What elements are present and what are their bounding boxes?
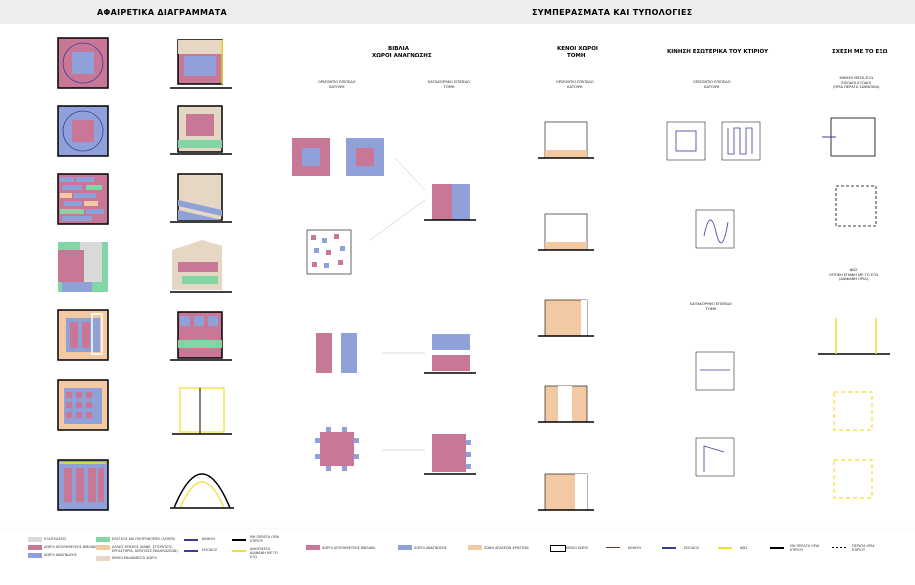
legend-item: ΜΗ ΠΕΡΑΤΑ ΟΡΙΑ ΚΤΙΡΙΟΥ [250,535,280,543]
books-subtitle: ΧΩΡΟΙ ΑΝΑΓΝΩΣΗΣ [372,53,432,59]
legend-item: ΧΩΡΟΙ ΑΝΑΓΝΩΣΗΣ [44,553,77,557]
legend-swatch [28,553,42,558]
books-connectors [369,157,426,451]
legend-swatch [28,537,42,542]
legend-item: ΕΛΕΓΧΟΣ ΚΑΙ ΠΛΗΡΟΦΟΡΙΕΣ (ΛΟΜΠΙ) [112,537,176,541]
books-plan-1 [292,138,384,176]
voids-plan-label: ΟΡΙΖΟΝΤΙΟ ΕΠΙΠΕΔΟ ΚΑΤΟΨΗ [556,80,594,89]
legend-item: ΕΙΣΟΔΟΣ [202,548,218,552]
legend-swatch [184,539,198,541]
legend-swatch [550,545,566,552]
legend-item: ΧΩΡΟΙ ΑΠΟΘΗΚΕΥΣΗΣ ΒΙΒΛΙΩΝ [44,545,97,549]
books-plan-label: ΟΡΙΖΟΝΤΙΟ ΕΠΙΠΕΔΟ ΚΑΤΟΨΗ [318,80,356,89]
books-plan-2 [306,229,352,275]
legend-swatch [28,545,42,550]
relation-diagrams [818,117,890,499]
legend-swatch [232,550,246,552]
legend-item: ΠΕΡΑΤΑ ΟΡΙΑ ΚΤΙΡΙΟΥ [852,544,875,552]
legend-item: ΜΗ ΠΕΡΑΤΑ ΟΡΙΑ ΚΤΙΡΙΟΥ [790,544,820,552]
legend-item: ΕΞΑΙΤΛΑΣΙΟΣ [44,537,67,541]
movement-diagrams [666,121,761,477]
legend-swatch [662,547,676,549]
section-diagram-3 [170,173,232,223]
legend-swatch [398,545,412,550]
legend-item: ΑΝΟΙΓΜΑΤΑ ΔΙΑΦΑΝΗ ΜΕ ΤΟ ΕΞΩ [250,547,278,559]
legend-swatch [468,545,482,550]
section-diagram-2 [170,105,232,155]
legend-swatch [96,556,110,561]
legend-swatch [96,545,110,550]
section-diagram-6 [172,387,232,435]
legend-item: ΚΕΝΟΙ-ΕΝΔΙΑΜΕΣΟΙ ΧΩΡΟΙ [112,556,157,560]
legend-item: ΖΩΝΗ ΔΡΑΣΕΩΝ ΧΡΗΣΤΩΝ [484,546,529,550]
header-bar-left [0,0,915,24]
legend-swatch [606,547,620,548]
books-title: ΒΙΒΛΙΑ [388,46,409,52]
plan-diagram-4 [58,242,108,292]
relation-title: ΣΧΕΣΗ ΜΕ ΤΟ ΕΞΩ [832,49,888,55]
legend-item: ΕΙΣΟΔΟΣ [684,546,700,550]
books-plan-4 [315,427,359,471]
voids-subtitle: ΤΟΜΗ [567,53,586,59]
plan-diagram-3 [57,173,109,225]
legend-item: ΚΙΝΗΣΗ [628,546,642,550]
books-plan-3 [316,333,357,373]
plan-diagram-7 [57,459,109,511]
books-section-3 [424,434,476,475]
section-diagram-4 [170,240,232,293]
right-section-title: ΣΥΜΠΕΡΑΣΜΑΤΑ ΚΑΙ ΤΥΠΟΛΟΓΙΕΣ [532,8,693,17]
legend-item: ΦΩΣ [740,546,748,550]
left-section-title: ΑΦΑΙΡΕΤΙΚΑ ΔΙΑΓΡΑΜΜΑΤΑ [97,8,227,17]
plan-diagram-2 [57,105,109,157]
plan-diagram-6 [57,379,109,431]
plan-diagram-5 [57,309,109,361]
movement-plan-label: ΟΡΙΖΟΝΤΙΟ ΕΠΙΠΕΔΟ ΚΑΤΟΨΗ [693,80,731,89]
legend-swatch [832,547,846,548]
books-section-label: ΚΑΤΑΚΟΡΥΦΟ ΕΠΙΠΕΔΟ ΤΟΜΗ [428,80,471,89]
legend-item: ΧΩΡΟΙ ΑΝΑΓΝΩΣΗΣ [414,546,447,550]
legend-swatch [770,547,784,549]
section-diagram-5 [170,311,232,361]
section-diagram-1 [170,39,232,89]
movement-title: ΚΙΝΗΣΗ ΕΣΩΤΕΡΙΚΑ ΤΟΥ ΚΤΙΡΙΟΥ [667,49,769,55]
books-section-2 [424,334,476,374]
plan-diagram-1 [57,37,109,89]
legend-swatch [718,547,732,549]
books-section-1 [424,184,476,221]
voids-diagrams [538,121,594,511]
relation-sub-label: ΚΙΝΗΣΗ ΜΕΣΑ-ΕΞΩ ΕΙΣΟΔΟΙ-ΕΞΟΔΟΙ (ΟΡΙΑ ΠΕΡ… [833,76,880,90]
legend-swatch [232,539,246,541]
legend-item: ΧΩΡΟΙ ΑΠΟΘΗΚΕΥΣΗΣ ΒΙΒΛΙΩΝ [322,546,375,550]
legend-swatch [184,550,198,552]
legend-swatch [96,537,110,542]
section-diagram-7 [170,473,234,509]
movement-section-label: ΚΑΤΑΚΟΡΥΦΟ ΕΠΙΠΕΔΟ ΤΟΜΗ [690,302,733,311]
legend-swatch [306,545,320,550]
voids-title: ΚΕΝΟΙ ΧΩΡΟΙ [557,46,598,52]
legend-item: ΑΛΛΕΣ ΧΡΗΣΕΙΣ (ΚΑΦΕ, ΣΤΟΥΝΤΙΟΣ, ΕΡΓΑΣΤΗΡ… [112,545,178,553]
relation-sub2-label: ΦΩΣ ΟΠΤΙΚΗ ΕΠΑΦΗ ΜΕ ΤΟ ΕΞΩ (ΔΙΑΦΑΝΗ ΟΡΙΑ… [829,268,879,282]
legend-item: ΚΙΝΗΣΗ [202,537,216,541]
legend-item: ΚΕΝΟΙ ΧΩΡΟΙ [566,546,589,550]
